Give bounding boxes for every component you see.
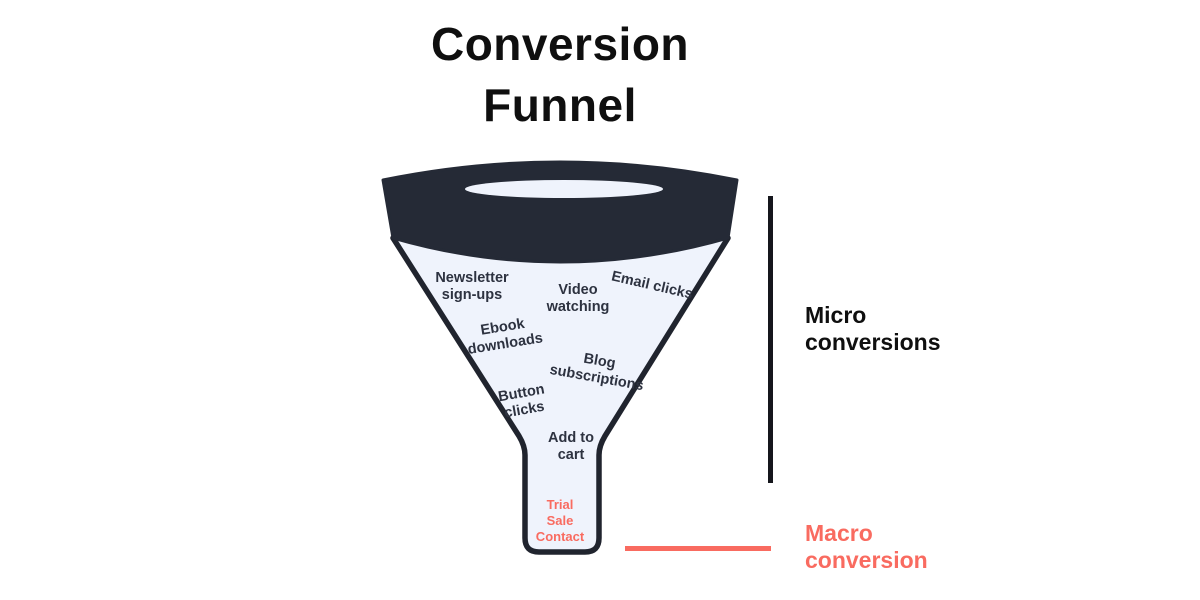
funnel-rim-shape: [381, 160, 739, 264]
funnel-body-shape: [390, 235, 731, 555]
micro-conversions-label: Micro conversions: [805, 302, 941, 355]
funnel-graphic: [381, 160, 739, 555]
funnel-label-video-watching: Video watching: [546, 282, 610, 315]
funnel-label-add-to-cart: Add to cart: [548, 430, 594, 463]
macro-conversion-pointer-line: [625, 546, 771, 551]
macro-conversion-label: Macro conversion: [805, 520, 928, 573]
page-title: Conversion Funnel: [430, 18, 690, 131]
funnel-label-newsletter-sign-ups: Newsletter sign-ups: [435, 270, 509, 303]
funnel-opening-ellipse: [465, 180, 663, 198]
micro-conversions-bracket-line: [768, 196, 773, 483]
funnel-neck-label-trial-sale-contact: Trial Sale Contact: [535, 497, 585, 544]
